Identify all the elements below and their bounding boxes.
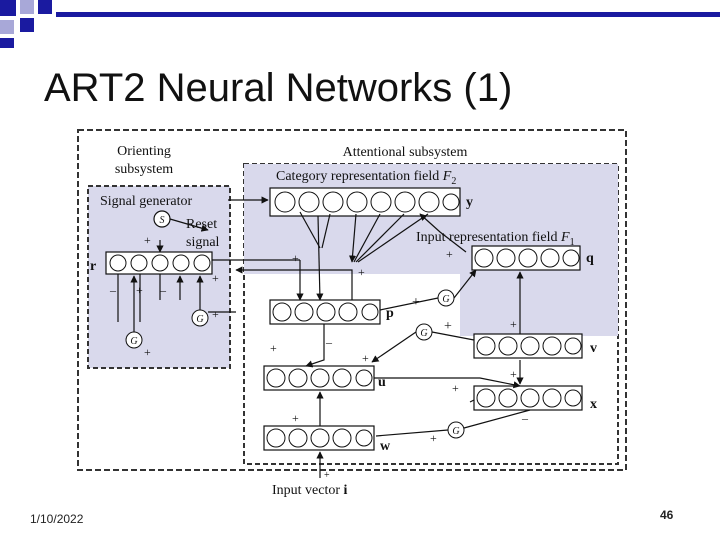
- sign-19: +: [292, 411, 299, 425]
- sign-3: +: [358, 265, 365, 279]
- layer-x-label: x: [590, 397, 597, 412]
- sign-16: +: [362, 351, 369, 365]
- corner-square-4: [0, 20, 14, 34]
- sign-6: –: [109, 283, 117, 297]
- orienting-label-2: subsystem: [115, 162, 173, 177]
- layer-u: [263, 365, 375, 391]
- layer-w-label: w: [380, 439, 391, 454]
- slide-date: 1/10/2022: [30, 512, 84, 526]
- sign-7: +: [136, 283, 143, 297]
- svg-text:G: G: [420, 328, 427, 339]
- sign-14: +: [270, 341, 277, 355]
- sign-20: –: [521, 411, 529, 425]
- gain-node-2: G: [125, 331, 143, 349]
- corner-square-3: [38, 0, 52, 14]
- page-number: 46: [660, 508, 674, 522]
- orienting-panel: [87, 185, 231, 369]
- layer-u-label: u: [378, 375, 386, 390]
- signal-generator-label: Signal generator: [100, 194, 192, 209]
- sign-13: +: [510, 317, 517, 331]
- sign-2: +: [292, 251, 299, 265]
- layer-v-label: v: [590, 341, 597, 356]
- sign-1: +: [144, 233, 151, 247]
- svg-text:G: G: [442, 294, 449, 305]
- reset-label-2: signal: [186, 235, 220, 250]
- reset-label-1: Reset: [186, 217, 217, 232]
- orienting-label-1: Orienting: [117, 144, 171, 159]
- layer-r-label: r: [90, 259, 96, 274]
- input-vector-label: Input vector i: [272, 483, 348, 498]
- category-field-label: Category representation field F2: [276, 169, 456, 187]
- svg-text:G: G: [452, 426, 459, 437]
- gain-node-1: G: [191, 309, 209, 327]
- layer-q: [471, 245, 581, 271]
- corner-square-6: [0, 38, 14, 48]
- sign-22: +: [324, 470, 330, 481]
- outer-dashed-frame: [77, 129, 627, 471]
- layer-v: [473, 333, 583, 359]
- layer-x: [473, 385, 583, 411]
- gain-node-4: G: [415, 323, 433, 341]
- svg-text:G: G: [130, 336, 137, 347]
- attentional-panel-right: [460, 274, 618, 336]
- sign-8: –: [159, 283, 167, 297]
- corner-square-1: [0, 0, 16, 16]
- svg-text:G: G: [196, 314, 203, 325]
- sign-21: +: [430, 431, 437, 445]
- top-rule: [56, 12, 720, 17]
- gain-node-3: G: [437, 289, 455, 307]
- layer-r: [105, 251, 213, 275]
- attentional-label: Attentional subsystem: [343, 145, 468, 160]
- layer-y: [269, 187, 461, 217]
- sign-11: +: [412, 295, 420, 310]
- connections: [117, 196, 531, 478]
- sign-18: +: [452, 381, 459, 395]
- layer-w: [263, 425, 375, 451]
- sign-15: –: [325, 335, 333, 349]
- sign-labels: + + + + + – + – + + + + + + – + + + + – …: [109, 233, 529, 481]
- layer-q-label: q: [586, 251, 594, 266]
- corner-square-2: [20, 0, 34, 14]
- sign-4: +: [446, 247, 453, 261]
- layer-y-label: y: [466, 195, 473, 210]
- sign-12: +: [444, 319, 452, 334]
- layer-p-label: p: [386, 306, 394, 321]
- slide-title: ART2 Neural Networks (1): [44, 66, 513, 110]
- s-node-label: S: [160, 215, 165, 226]
- corner-square-5: [20, 18, 34, 32]
- sign-5: +: [212, 271, 219, 285]
- sign-9: +: [212, 307, 219, 321]
- gain-node-5: G: [447, 421, 465, 439]
- sign-10: +: [144, 345, 151, 359]
- sign-17: +: [510, 367, 517, 381]
- reset-arrow: [169, 218, 209, 232]
- layer-p: [269, 299, 381, 325]
